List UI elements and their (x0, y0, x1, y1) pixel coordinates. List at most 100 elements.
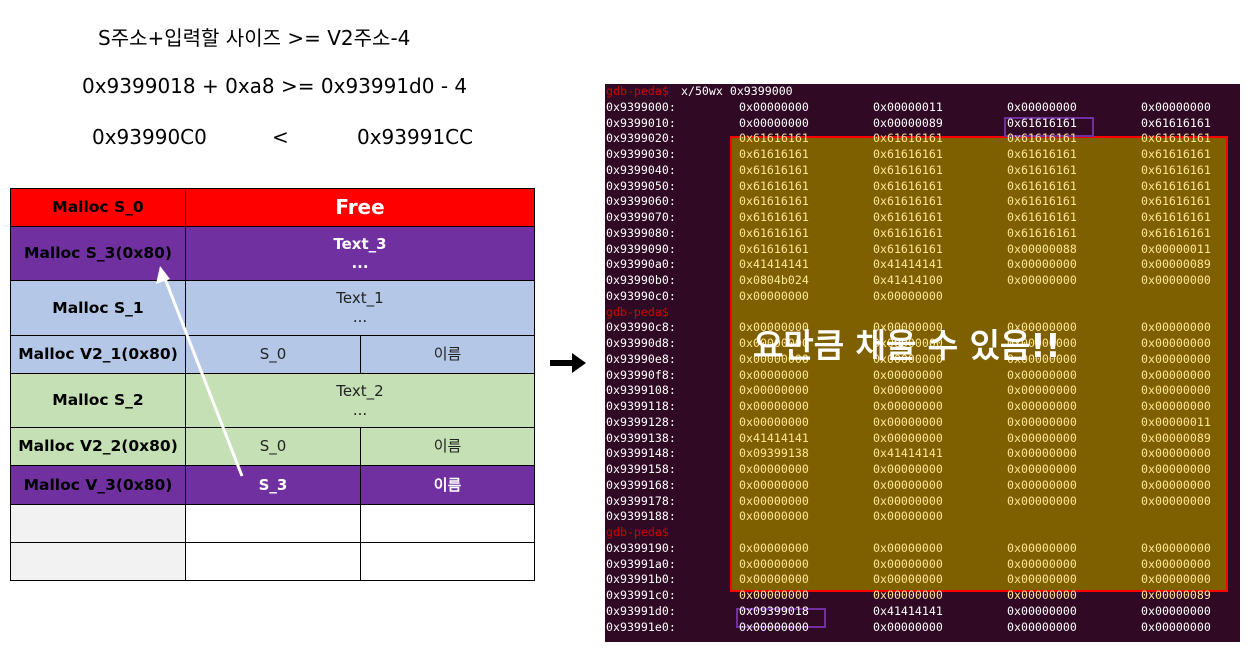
gdb-word: 0x00000000 (1141, 99, 1211, 114)
gdb-word: 0x00000000 (873, 619, 943, 634)
gdb-word: 0x00000000 (739, 320, 809, 335)
gdb-word: 0x61616161 (1141, 210, 1211, 224)
gdb-address: 0x9399000: (606, 99, 676, 114)
gdb-word: 0x00000000 (873, 556, 943, 571)
gdb-word: 0x00000000 (739, 399, 809, 413)
gdb-word: 0x00000000 (873, 336, 943, 350)
gdb-word: 0x00000000 (1141, 556, 1211, 571)
gdb-address: 0x9399010: (606, 115, 676, 130)
gdb-word: 0x09399138 (739, 446, 809, 461)
pointer-arrow (156, 266, 244, 477)
gdb-word: 0x61616161 (739, 178, 809, 193)
gdb-address: 0x9399030: (606, 147, 676, 161)
gdb-word: 0x00000000 (739, 572, 809, 587)
gdb-word: 0x00000000 (873, 493, 943, 508)
gdb-address: 0x93990e8: (606, 351, 676, 366)
gdb-word: 0x00000000 (739, 336, 809, 350)
gdb-word: 0x61616161 (1141, 178, 1211, 193)
gdb-word: 0x00000000 (1007, 336, 1077, 350)
gdb-address: 0x9399158: (606, 462, 676, 476)
gdb-address: 0x9399060: (606, 194, 676, 209)
equation-line-3-operator: < (272, 125, 289, 149)
gdb-word: 0x61616161 (739, 210, 809, 224)
gdb-word: 0x00000089 (1141, 588, 1211, 602)
gdb-word: 0x00000000 (1007, 273, 1077, 287)
heap-text2-title: Text_2 (336, 381, 384, 400)
gdb-word: 0x00000000 (873, 414, 943, 429)
gdb-word: 0x61616161 (1007, 194, 1077, 209)
equation-line-2: 0x9399018 + 0xa8 >= 0x93991d0 - 4 (82, 74, 468, 98)
gdb-word: 0x00000000 (739, 414, 809, 429)
heap-v3-ptr: S_3 (185, 465, 361, 505)
gdb-word: 0x61616161 (739, 225, 809, 240)
gdb-address: 0x93990c8: (606, 320, 676, 335)
gdb-address: 0x9399138: (606, 430, 676, 445)
gdb-word: 0x00000000 (1007, 351, 1077, 366)
gdb-word: 0x61616161 (739, 131, 809, 146)
gdb-address: 0x9399148: (606, 446, 676, 461)
gdb-address: 0x93990d8: (606, 336, 676, 350)
gdb-word: 0x00000011 (873, 99, 943, 114)
gdb-word: 0x00000000 (1007, 257, 1077, 272)
gdb-word: 0x61616161 (739, 147, 809, 161)
gdb-address: 0x9399128: (606, 414, 676, 429)
gdb-word: 0x61616161 (873, 225, 943, 240)
gdb-word: 0x00000088 (1007, 241, 1077, 256)
gdb-word: 0x61616161 (1007, 178, 1077, 193)
gdb-word: 0x00000000 (739, 99, 809, 114)
gdb-word: 0x00000000 (873, 430, 943, 445)
gdb-word: 0x61616161 (1141, 131, 1211, 146)
gdb-address: 0x9399020: (606, 131, 676, 146)
gdb-word: 0x00000000 (739, 588, 809, 602)
gdb-word: 0x61616161 (1141, 147, 1211, 161)
heap-label-v2-1: Malloc V2_1(0x80) (10, 335, 186, 374)
gdb-word: 0x00000000 (1141, 603, 1211, 618)
gdb-prompt: gdb-peda$ (606, 84, 669, 98)
gdb-word: 0x00000000 (1141, 572, 1211, 587)
gdb-word: 0x61616161 (739, 162, 809, 177)
heap-text2-ellipsis: ... (352, 400, 368, 419)
gdb-word: 0x00000000 (1007, 603, 1077, 618)
gdb-address: 0x93990f8: (606, 367, 676, 382)
gdb-word: 0x61616161 (1141, 115, 1211, 130)
heap-empty-cell (360, 542, 535, 581)
gdb-word: 0x00000000 (739, 509, 809, 524)
gdb-word: 0x00000000 (739, 540, 809, 555)
gdb-word: 0x00000000 (1007, 556, 1077, 571)
gdb-word: 0x00000000 (873, 540, 943, 555)
gdb-word: 0x41414141 (739, 430, 809, 445)
gdb-word: 0x00000000 (1007, 572, 1077, 587)
gdb-word: 0x00000000 (1007, 383, 1077, 398)
gdb-word: 0x41414141 (873, 603, 943, 618)
gdb-word: 0x00000000 (739, 288, 809, 303)
gdb-word: 0x61616161 (739, 194, 809, 209)
heap-v2-1-name: 이름 (360, 335, 535, 374)
gdb-word: 0x00000000 (1141, 383, 1211, 398)
gdb-word: 0x00000000 (1141, 540, 1211, 555)
gdb-word: 0x41414141 (873, 257, 943, 272)
gdb-address: 0x93991b0: (606, 572, 676, 587)
right-arrow-icon (550, 353, 586, 373)
gdb-word: 0x00000000 (1141, 399, 1211, 413)
gdb-prompt: gdb-peda$ (606, 304, 669, 319)
gdb-word: 0x61616161 (873, 131, 943, 146)
heap-layout-table: Malloc S_0 Free Malloc S_3(0x80) Text_3 … (10, 188, 535, 581)
gdb-word: 0x00000000 (873, 351, 943, 366)
gdb-word: 0x00000000 (1007, 462, 1077, 476)
heap-text3-title: Text_3 (333, 234, 387, 253)
gdb-address: 0x9399050: (606, 178, 676, 193)
heap-v3-name: 이름 (360, 465, 535, 505)
gdb-address: 0x9399080: (606, 225, 676, 240)
gdb-word: 0x00000000 (873, 462, 943, 476)
gdb-word: 0x61616161 (873, 162, 943, 177)
gdb-word: 0x00000000 (739, 619, 809, 634)
gdb-word: 0x00000000 (1007, 540, 1077, 555)
gdb-word: 0x41414141 (873, 446, 943, 461)
gdb-word: 0x00000011 (1141, 414, 1211, 429)
gdb-address: 0x93990b0: (606, 273, 676, 287)
gdb-word: 0x00000000 (873, 477, 943, 492)
gdb-word: 0x00000000 (1141, 336, 1211, 350)
gdb-word: 0x00000000 (739, 493, 809, 508)
gdb-word: 0x61616161 (1007, 225, 1077, 240)
gdb-word: 0x00000000 (1007, 588, 1077, 602)
